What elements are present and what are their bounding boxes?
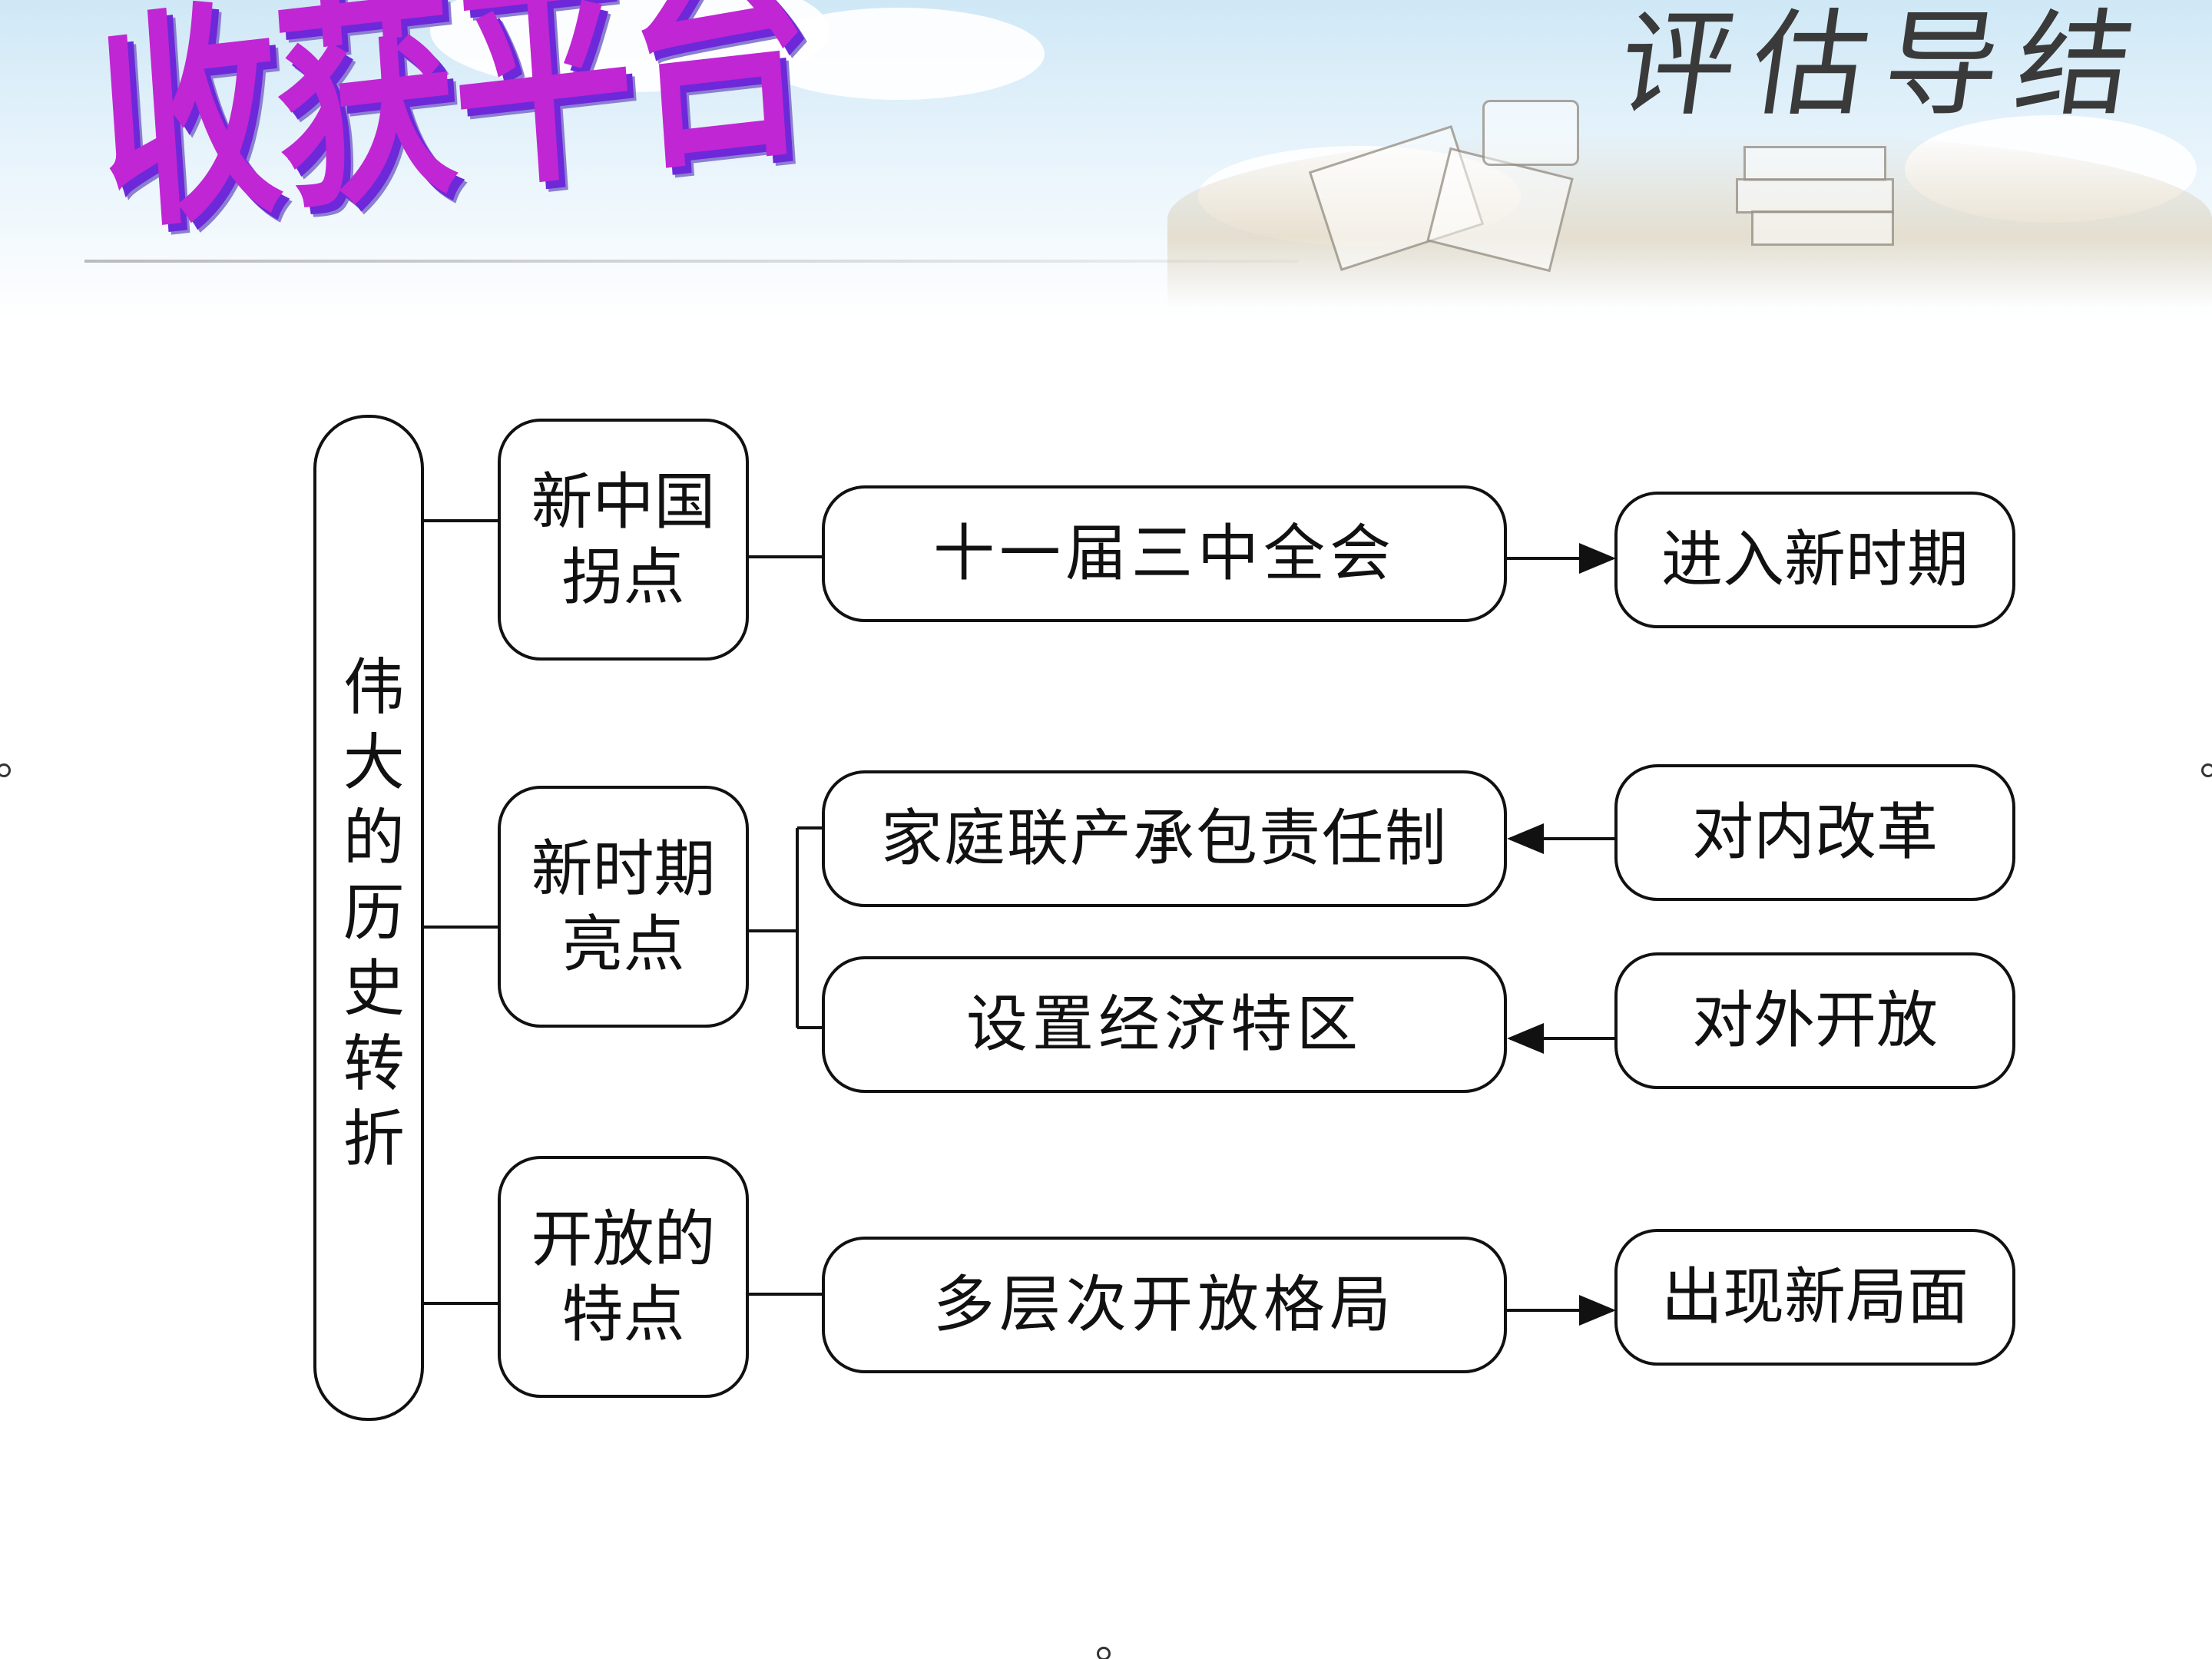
result-node: 出现新局面 xyxy=(1614,1229,2015,1366)
item-result-arrows xyxy=(1507,543,1616,1326)
item-node: 多层次开放格局 xyxy=(822,1237,1507,1373)
branch-node: 开放的 特点 xyxy=(498,1156,749,1398)
result-node: 进入新时期 xyxy=(1614,492,2015,628)
result-node: 对外开放 xyxy=(1614,952,2015,1089)
branch-to-item-lines xyxy=(749,555,822,1296)
divider-line xyxy=(84,260,1298,263)
cloud-decoration xyxy=(753,8,1045,100)
book-stack-icon xyxy=(1751,210,1894,246)
root-to-branch-lines xyxy=(424,519,498,1305)
resize-handle xyxy=(2201,763,2212,777)
resize-handle xyxy=(1097,1647,1111,1659)
root-node: 伟大的历史转折 xyxy=(313,415,424,1421)
item-node: 设置经济特区 xyxy=(822,956,1507,1093)
item-node: 十一届三中全会 xyxy=(822,485,1507,622)
branch-node: 新中国 拐点 xyxy=(498,419,749,661)
root-node-label: 伟大的历史转折 xyxy=(333,654,405,1181)
castle-icon xyxy=(1482,100,1579,166)
result-node: 对内改革 xyxy=(1614,764,2015,901)
item-node: 家庭联产承包责任制 xyxy=(822,770,1507,907)
branch-node: 新时期 亮点 xyxy=(498,786,749,1028)
header-banner xyxy=(0,0,2212,323)
resize-handle xyxy=(0,763,11,777)
